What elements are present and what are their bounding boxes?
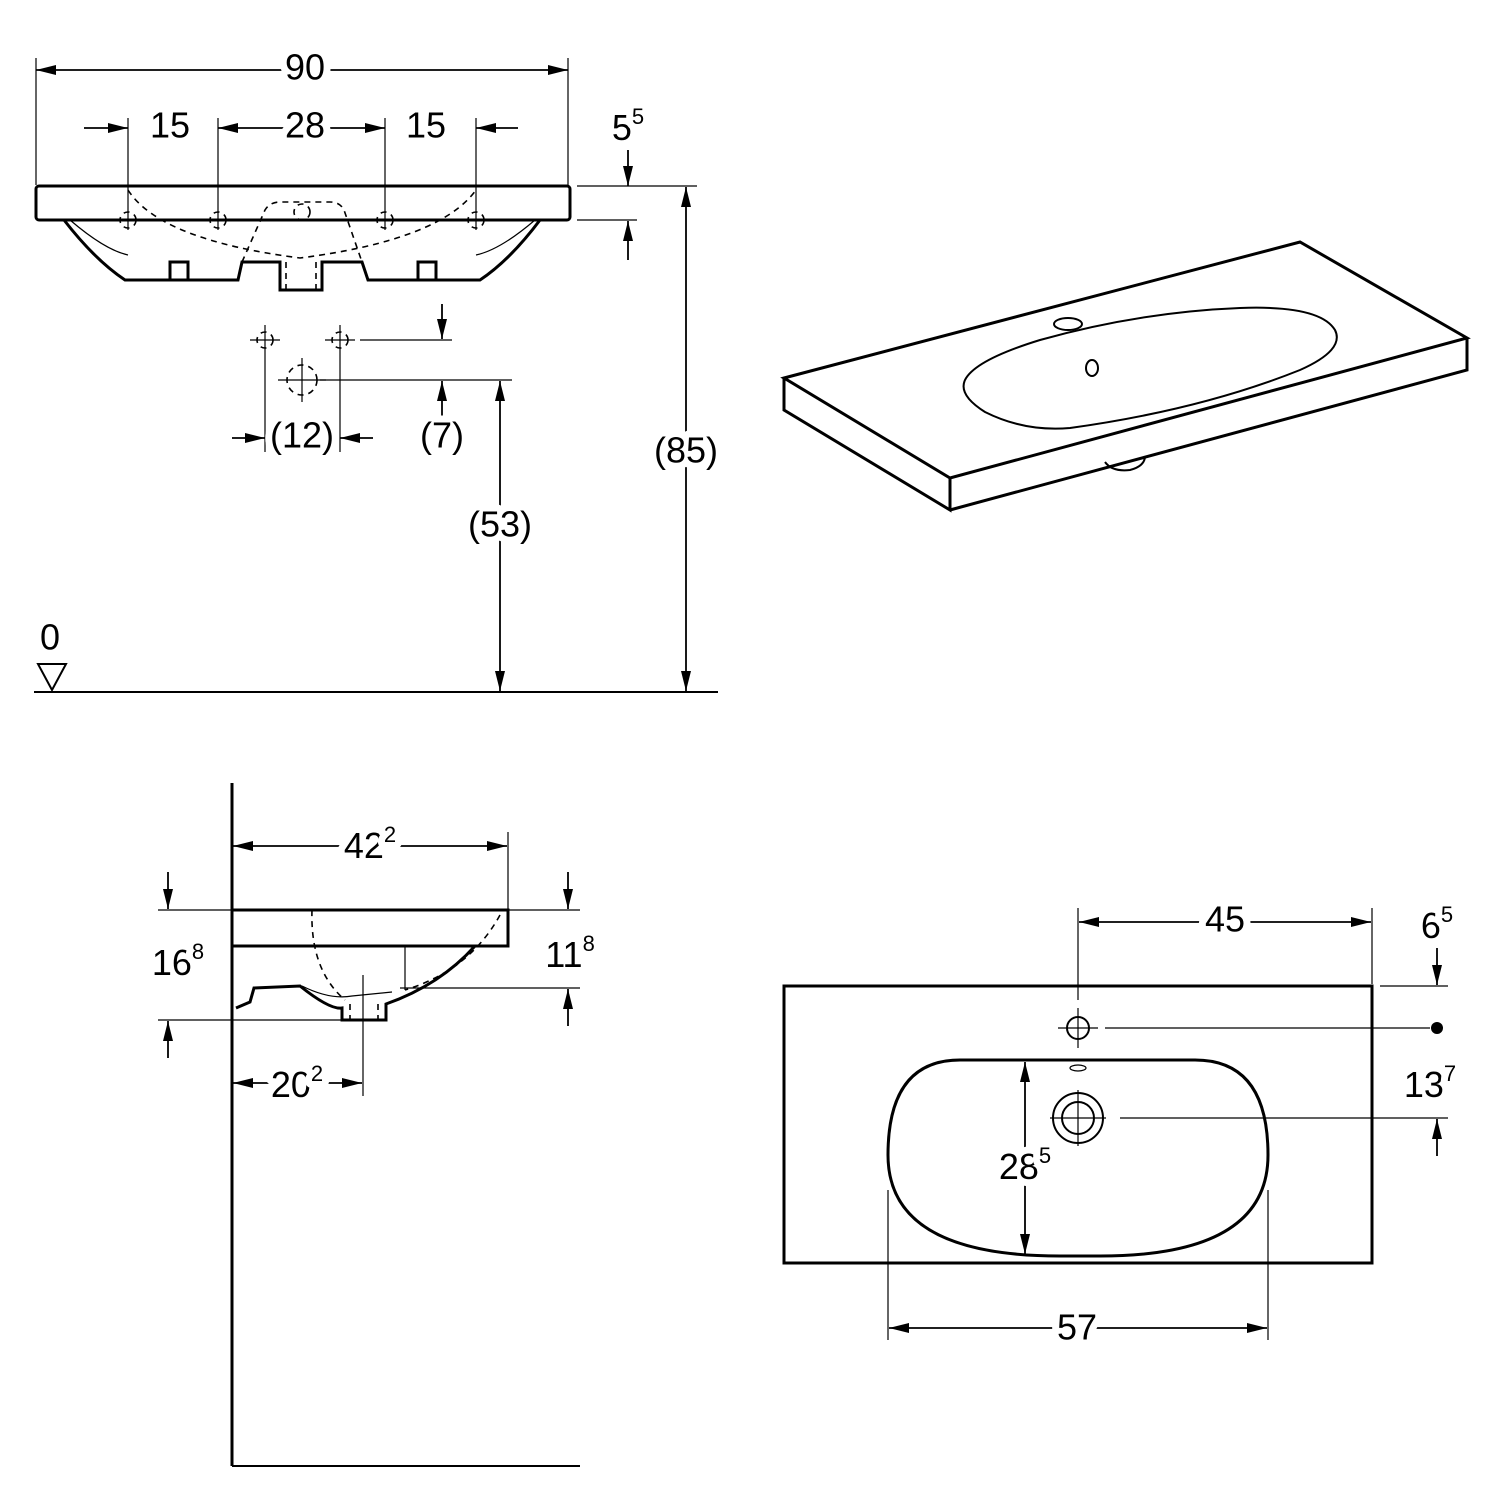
dim-drain-offset: 202 [271, 1061, 323, 1105]
top-view: 45 65 137 285 57 [782, 892, 1463, 1355]
dim-hole-spacing-center: 28 [285, 105, 325, 146]
dim-total-height: 168 [152, 939, 204, 983]
dim-hole-spacing-left: 15 [150, 105, 190, 146]
dim-overall-height: (85) [654, 430, 718, 471]
isometric-view [780, 240, 1471, 513]
dim-trap-spacing: (12) [270, 415, 334, 456]
dim-trap-height: (53) [468, 504, 532, 545]
basin-rim [34, 184, 572, 222]
side-view: 422 168 118 202 [145, 783, 602, 1467]
dim-bowl-width: 57 [1057, 1307, 1097, 1348]
front-view: 90 15 28 15 55 (85) [33, 40, 725, 693]
iso-bowl [962, 306, 1338, 430]
dim-bowl-height: 118 [545, 931, 595, 975]
floor-level-label: 0 [40, 617, 60, 658]
dim-trap-offset: (7) [420, 415, 464, 456]
dim-tap-hole-from-back: 65 [1421, 902, 1453, 946]
bowl-outline-top [886, 1058, 1270, 1258]
dim-depth: 422 [344, 822, 396, 866]
trap-connection-markers [250, 325, 355, 402]
dim-hole-spacing-right: 15 [406, 105, 446, 146]
floor-level-icon [36, 663, 68, 693]
dim-tap-to-drain: 137 [1404, 1061, 1456, 1105]
dim-rim-thickness: 55 [612, 104, 644, 148]
dim-overall-width: 90 [285, 47, 325, 88]
dim-bowl-depth: 285 [999, 1143, 1051, 1187]
tap-hole-markers [119, 211, 485, 229]
dim-tap-hole-offset: 45 [1205, 899, 1245, 940]
